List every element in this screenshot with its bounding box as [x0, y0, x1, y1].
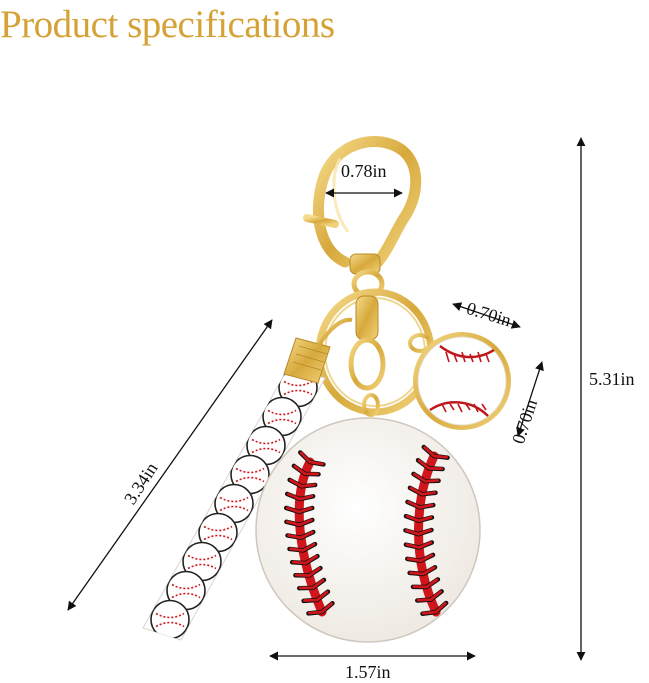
overall-height-label: 5.31in	[589, 369, 635, 389]
disc-width-label: 1.57in	[345, 662, 391, 682]
clasp-width-label: 0.78in	[341, 161, 387, 181]
swivel-connector	[348, 295, 386, 417]
charm-ring	[408, 333, 432, 353]
page-title: Product specifications	[0, 3, 335, 46]
dimension-arrows	[67, 137, 586, 661]
baseball-charm	[413, 332, 511, 430]
baseball-disc	[255, 417, 481, 643]
